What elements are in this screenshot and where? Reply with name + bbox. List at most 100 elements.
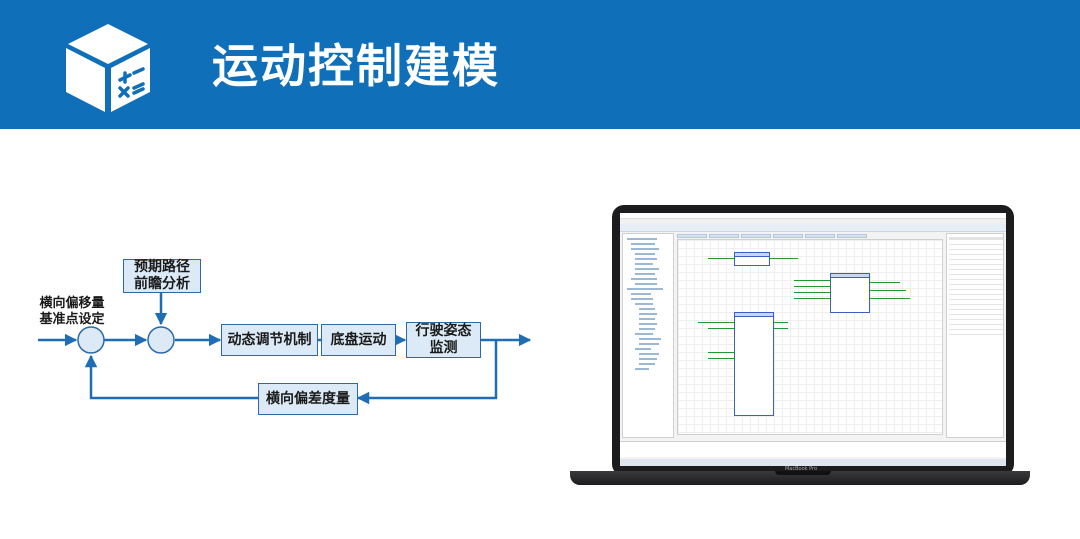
app-tab (837, 234, 867, 238)
signal-wire (794, 280, 830, 281)
page-title: 运动控制建模 (212, 39, 500, 93)
signal-wire (774, 328, 788, 329)
app-tab (741, 234, 771, 238)
property-row (949, 267, 1003, 270)
app-tab (805, 234, 835, 238)
tree-item (635, 273, 655, 275)
property-row (949, 247, 1003, 250)
tree-item (639, 343, 659, 345)
tree-item (631, 298, 653, 300)
tree-item (635, 263, 653, 265)
chassis-motion-block: 底盘运动 (321, 324, 396, 356)
tree-item (635, 283, 657, 285)
function-block (734, 312, 774, 416)
laptop-screen (620, 213, 1006, 466)
tree-item (639, 363, 655, 365)
tree-item (635, 253, 655, 255)
control-block-diagram: 横向偏移量 基准点设定 预期路径 前瞻分析 动态调节机制 底盘运动 行驶姿态 监… (0, 240, 560, 440)
dynamic-regulation-block: 动态调节机制 (221, 324, 318, 356)
app-menu-bar (620, 219, 1006, 224)
signal-wire (708, 358, 734, 359)
app-toolbar (620, 224, 1006, 232)
calculator-cube-icon (66, 24, 150, 112)
lateral-deviation-measure-block: 横向偏差度量 (258, 383, 358, 415)
tree-item (639, 313, 657, 315)
function-block (830, 273, 870, 313)
tree-item (635, 348, 651, 350)
app-tab (677, 234, 707, 238)
tree-item (639, 358, 657, 360)
function-block-canvas (677, 239, 943, 435)
properties-panel (946, 233, 1004, 438)
tree-item (639, 323, 657, 325)
signal-wire (794, 292, 830, 293)
property-row (949, 237, 1003, 240)
attitude-monitoring-block: 行驶姿态 监测 (406, 322, 481, 358)
tree-item (631, 243, 655, 245)
os-taskbar (620, 459, 1006, 466)
tree-item (631, 248, 659, 250)
tree-item (627, 288, 663, 290)
property-row (949, 257, 1003, 260)
tree-item (635, 258, 657, 260)
tree-item (635, 368, 649, 370)
tree-item (631, 293, 651, 295)
function-block (734, 252, 770, 266)
property-row (949, 307, 1003, 310)
property-row (949, 322, 1003, 325)
signal-wire (774, 322, 788, 323)
preview-analysis-block: 预期路径 前瞻分析 (123, 259, 201, 293)
laptop-mockup: MacBook Pro (566, 200, 1036, 490)
property-row (949, 242, 1003, 245)
tree-item (639, 328, 655, 330)
signal-wire (708, 328, 734, 329)
signal-wire (770, 258, 798, 259)
signal-wire (870, 290, 906, 291)
signal-wire (708, 352, 734, 353)
tree-item (631, 278, 657, 280)
tree-item (639, 318, 655, 320)
property-row (949, 252, 1003, 255)
preview-block-line-2: 前瞻分析 (134, 276, 190, 292)
tree-item (635, 303, 653, 305)
property-row (949, 332, 1003, 335)
property-row (949, 277, 1003, 280)
header-banner: 运动控制建模 (0, 0, 1080, 129)
app-tab (773, 234, 803, 238)
property-row (949, 312, 1003, 315)
laptop-brand-label: MacBook Pro (784, 466, 818, 472)
signal-wire (698, 322, 734, 323)
property-row (949, 317, 1003, 320)
property-row (949, 272, 1003, 275)
property-row (949, 297, 1003, 300)
diagram-connectors (38, 292, 532, 405)
output-panel (620, 441, 1006, 457)
input-label-line-2: 基准点设定 (39, 312, 105, 327)
tree-item (639, 308, 655, 310)
laptop-base (570, 471, 1030, 485)
app-title-bar (620, 213, 1006, 219)
property-row (949, 287, 1003, 290)
signal-wire (794, 286, 830, 287)
app-tab (709, 234, 739, 238)
signal-wire (870, 282, 900, 283)
property-row (949, 302, 1003, 305)
tree-item (635, 333, 653, 335)
attitude-block-line-1: 行驶姿态 (415, 323, 472, 339)
tree-item (627, 238, 657, 240)
property-row (949, 292, 1003, 295)
property-row (949, 262, 1003, 265)
input-label: 横向偏移量 基准点设定 (26, 296, 118, 328)
property-row (949, 327, 1003, 330)
project-tree-panel (622, 233, 674, 438)
input-label-line-1: 横向偏移量 (39, 296, 105, 311)
tree-item (639, 353, 659, 355)
laptop-hinge (775, 471, 831, 475)
tree-item (635, 268, 659, 270)
signal-wire (708, 258, 734, 259)
attitude-block-line-2: 监测 (429, 340, 458, 356)
signal-wire (870, 298, 910, 299)
property-row (949, 282, 1003, 285)
signal-wire (794, 298, 830, 299)
tree-item (639, 338, 661, 340)
